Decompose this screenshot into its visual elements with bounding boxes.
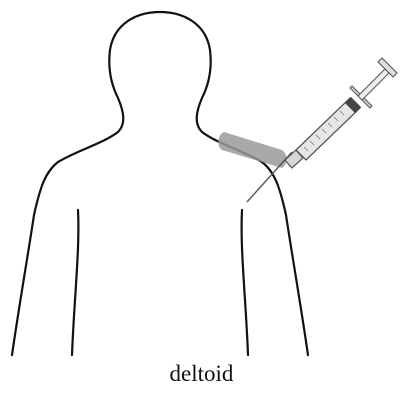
syringe-icon	[247, 58, 397, 202]
left-arm-line	[72, 210, 78, 355]
syringe-plunger-rod	[358, 69, 389, 100]
caption-label: deltoid	[0, 362, 403, 385]
right-arm-line	[242, 210, 248, 355]
deltoid-muscle-shading	[218, 132, 286, 168]
